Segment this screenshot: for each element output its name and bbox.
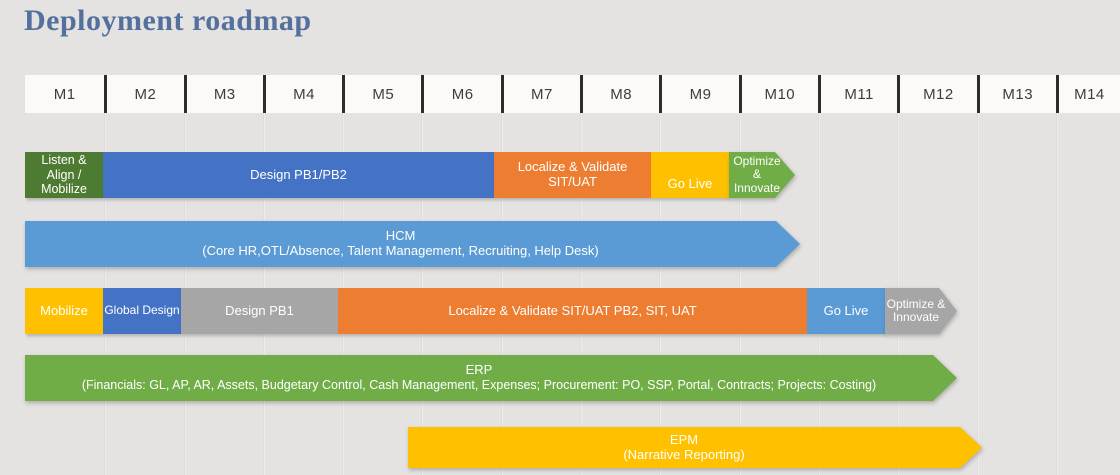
month-header-m6: M6: [421, 75, 501, 113]
bar-title: ERP: [465, 362, 493, 378]
segment-localize-validate-pb2: Localize & Validate SIT/UAT PB2, SIT, UA…: [338, 288, 807, 334]
page-title: Deployment roadmap: [24, 4, 312, 37]
timeline-header: M1 M2 M3 M4 M5 M6 M7 M8 M9 M10 M11 M12 M…: [25, 75, 1120, 113]
arrow-shape: [25, 221, 800, 267]
segment-localize-validate-sit-uat: Localize & Validate SIT/UAT: [494, 152, 651, 198]
month-header-m8: M8: [580, 75, 660, 113]
bar-title: HCM: [385, 228, 416, 244]
segment-go-live-hcm: Go Live: [651, 152, 729, 198]
segment-mobilize: Mobilize: [25, 288, 103, 334]
gridline-m13-m14: [1056, 113, 1058, 475]
segment-global-design: Global Design: [103, 288, 181, 334]
month-header-m4: M4: [262, 75, 343, 113]
bar-subtitle: (Financials: GL, AP, AR, Assets, Budgeta…: [81, 378, 877, 393]
bar-subtitle: (Narrative Reporting): [623, 446, 745, 462]
month-header-m5: M5: [342, 75, 422, 113]
segment-optimize-innovate-hcm: Optimize & Innovate: [729, 152, 795, 198]
segment-epm-scope: EPM (Narrative Reporting): [408, 427, 982, 468]
segment-optimize-innovate-erp: Optimize & Innovate: [885, 288, 957, 334]
segment-go-live-erp: Go Live: [807, 288, 885, 334]
bar-title: EPM: [669, 431, 699, 447]
arrow-shape: [25, 355, 957, 401]
month-header-m11: M11: [817, 75, 898, 113]
month-header-m1: M1: [25, 75, 105, 113]
month-header-m3: M3: [183, 75, 263, 113]
arrow-shape: [408, 427, 982, 468]
segment-erp-scope: ERP (Financials: GL, AP, AR, Assets, Bud…: [25, 355, 957, 401]
month-header-m2: M2: [104, 75, 184, 113]
segment-hcm-scope: HCM (Core HR,OTL/Absence, Talent Managem…: [25, 221, 800, 267]
month-header-m10: M10: [738, 75, 818, 113]
month-header-m9: M9: [659, 75, 739, 113]
month-header-m7: M7: [500, 75, 581, 113]
bar-subtitle: (Core HR,OTL/Absence, Talent Management,…: [202, 243, 599, 258]
month-header-m12: M12: [897, 75, 977, 113]
segment-design-pb1-pb2: Design PB1/PB2: [103, 152, 494, 198]
month-header-m14: M14: [1055, 75, 1120, 113]
month-header-m13: M13: [976, 75, 1056, 113]
segment-design-pb1: Design PB1: [181, 288, 338, 334]
segment-listen-align-mobilize: Listen & Align / Mobilize: [25, 152, 103, 198]
gridline-m12-m13: [977, 113, 979, 475]
